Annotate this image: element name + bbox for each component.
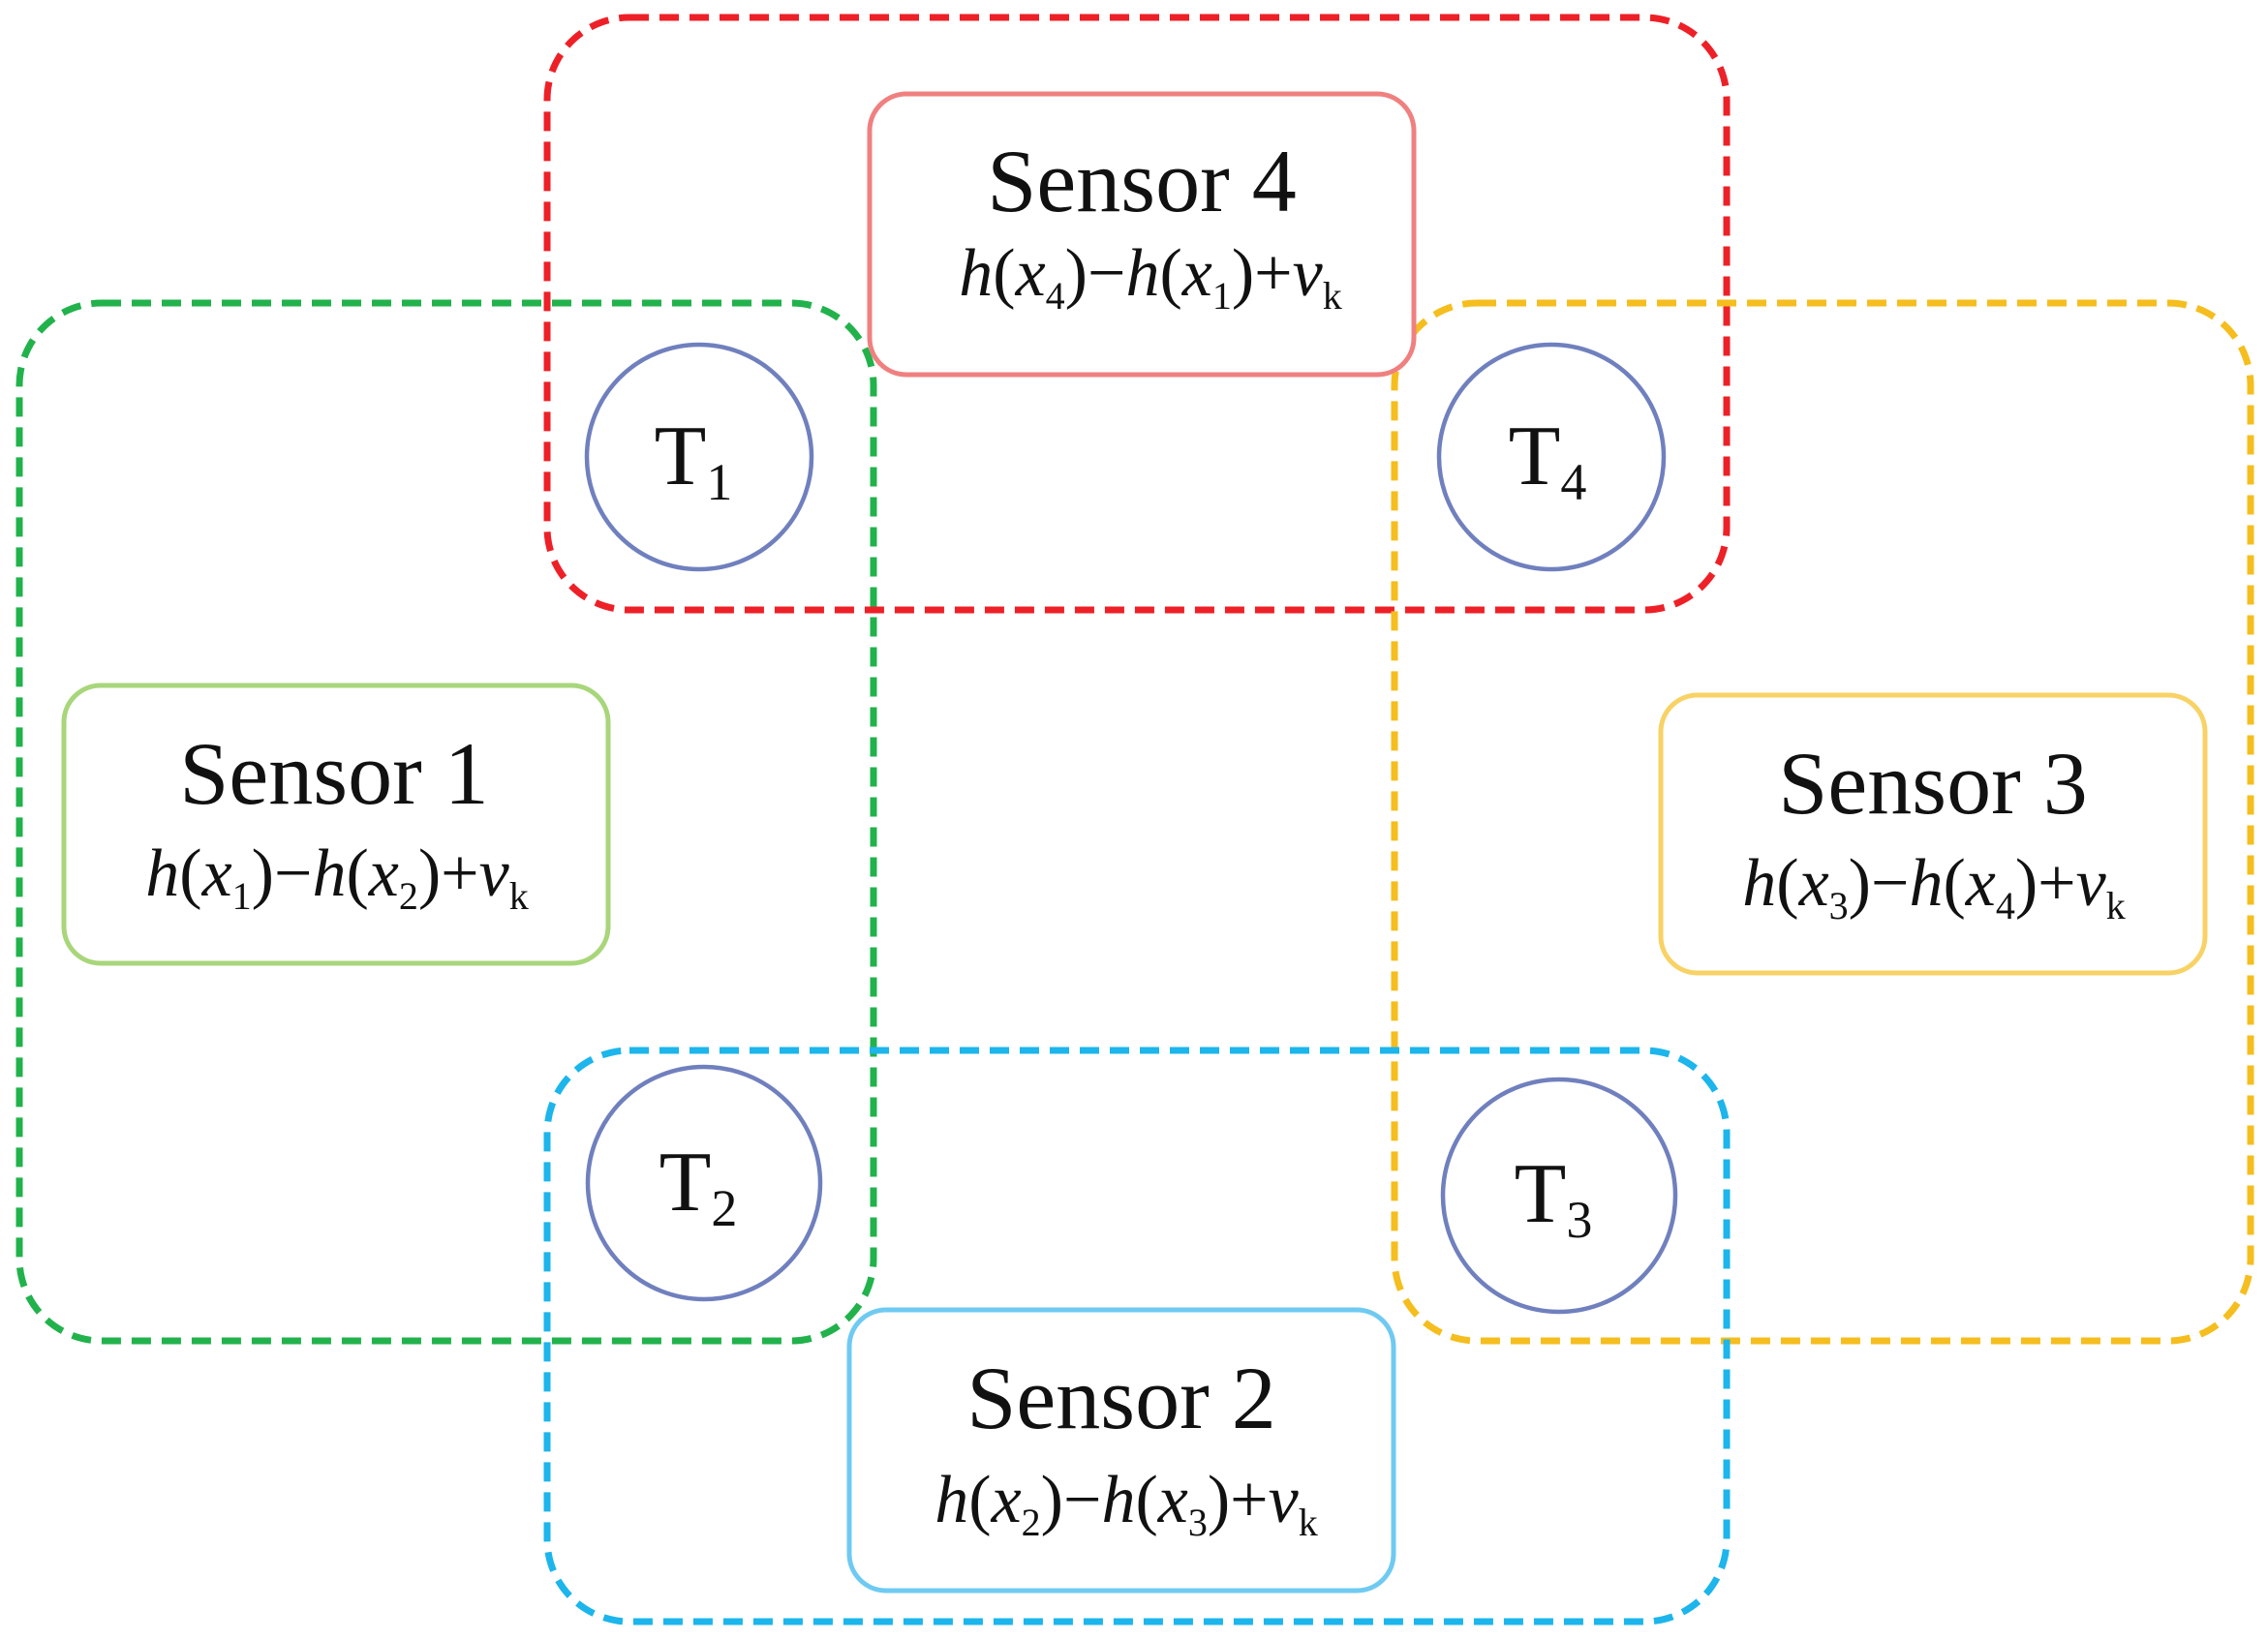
sensor-2-title: Sensor 2 bbox=[966, 1349, 1275, 1447]
sensor-4-coverage-region bbox=[543, 14, 1731, 614]
target-1-circle bbox=[584, 342, 814, 572]
target-2-label: T2 bbox=[659, 1136, 738, 1237]
target-3: T3 bbox=[1440, 1077, 1678, 1315]
sensor-4-title: Sensor 4 bbox=[987, 132, 1296, 230]
target-2-circle bbox=[585, 1064, 823, 1302]
sensor-2-box-frame bbox=[846, 1307, 1396, 1594]
sensor-1-measurement-formula: h(x1)−h(x2)+vk bbox=[145, 836, 528, 918]
target-4-label: T4 bbox=[1509, 410, 1587, 511]
target-4-circle bbox=[1436, 342, 1667, 572]
sensor-1-box-frame bbox=[61, 683, 611, 966]
sensor-1-coverage-region bbox=[15, 299, 877, 1345]
sensor-2-box: Sensor 2 h(x2)−h(x3)+vk bbox=[846, 1307, 1396, 1594]
sensor-3-box: Sensor 3 h(x3)−h(x4)+vk bbox=[1658, 692, 2208, 976]
target-3-circle bbox=[1440, 1077, 1678, 1315]
sensor-3-coverage-region bbox=[1391, 299, 2254, 1345]
sensor-3-title: Sensor 3 bbox=[1778, 734, 2087, 833]
target-1-label: T1 bbox=[655, 410, 733, 511]
sensor-3-box-frame bbox=[1658, 692, 2208, 976]
sensor-4-measurement-formula: h(x4)−h(x1)+vk bbox=[959, 236, 1341, 318]
sensor-4-box-frame bbox=[867, 91, 1417, 378]
target-2: T2 bbox=[585, 1064, 823, 1302]
sensor-3-measurement-formula: h(x3)−h(x4)+vk bbox=[1742, 846, 2125, 927]
sensor-2-measurement-formula: h(x2)−h(x3)+vk bbox=[935, 1463, 1317, 1544]
target-4: T4 bbox=[1436, 342, 1667, 572]
sensor-4-box: Sensor 4 h(x4)−h(x1)+vk bbox=[867, 91, 1417, 378]
target-3-label: T3 bbox=[1515, 1147, 1593, 1249]
sensor-1-title: Sensor 1 bbox=[179, 724, 488, 823]
sensor-1-box: Sensor 1 h(x1)−h(x2)+vk bbox=[61, 683, 611, 966]
target-1: T1 bbox=[584, 342, 814, 572]
